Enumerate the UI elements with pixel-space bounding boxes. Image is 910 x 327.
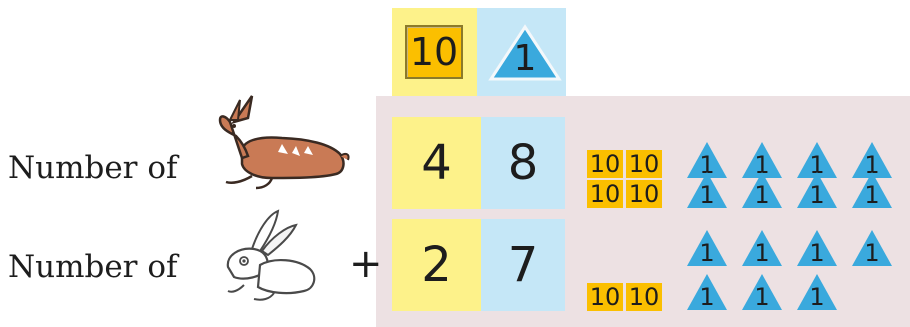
ten-tile: 10 (587, 283, 623, 311)
ten-tile: 10 (626, 150, 662, 178)
header-ten-tile: 10 (405, 25, 463, 79)
row-label-rabbit: Number of (8, 249, 178, 285)
svg-text:1: 1 (754, 181, 769, 209)
row2-tens-value: 2 (421, 237, 452, 293)
one-triangle-icon: 1 (795, 228, 839, 268)
one-triangle-icon: 1 (850, 170, 894, 210)
plus-sign: + (349, 244, 383, 284)
rabbit-icon (214, 205, 324, 303)
one-triangle-icon: 1 (795, 170, 839, 210)
svg-text:1: 1 (754, 283, 769, 311)
ten-tile: 10 (587, 150, 623, 178)
row1-tens-value: 4 (421, 135, 452, 191)
one-triangle-icon: 1 (685, 170, 729, 210)
ten-tile: 10 (626, 283, 662, 311)
header-one-label: 1 (514, 38, 537, 79)
row1-tens-cell: 4 (392, 117, 481, 209)
ten-tile: 10 (626, 180, 662, 208)
one-triangle-icon: 1 (685, 228, 729, 268)
svg-text:1: 1 (699, 283, 714, 311)
header-one-triangle-icon: 1 (488, 24, 562, 82)
ten-tile: 10 (587, 180, 623, 208)
svg-text:1: 1 (699, 239, 714, 267)
header-ten-label: 10 (410, 30, 458, 74)
svg-text:1: 1 (809, 283, 824, 311)
row1-ones-value: 8 (508, 135, 539, 191)
one-triangle-icon: 1 (740, 272, 784, 312)
one-triangle-icon: 1 (795, 272, 839, 312)
row-label-deer: Number of (8, 150, 178, 186)
one-triangle-icon: 1 (740, 170, 784, 210)
deer-icon (212, 92, 352, 190)
one-triangle-icon: 1 (850, 228, 894, 268)
row2-ones-value: 7 (508, 237, 539, 293)
svg-text:1: 1 (754, 239, 769, 267)
svg-text:1: 1 (809, 239, 824, 267)
svg-text:1: 1 (699, 181, 714, 209)
row1-ones-cell: 8 (481, 117, 565, 209)
row2-ones-cell: 7 (481, 219, 565, 311)
one-triangle-icon: 1 (740, 228, 784, 268)
one-triangle-icon: 1 (685, 272, 729, 312)
svg-text:1: 1 (864, 239, 879, 267)
svg-text:1: 1 (864, 181, 879, 209)
row2-tens-cell: 2 (392, 219, 481, 311)
svg-text:1: 1 (809, 181, 824, 209)
